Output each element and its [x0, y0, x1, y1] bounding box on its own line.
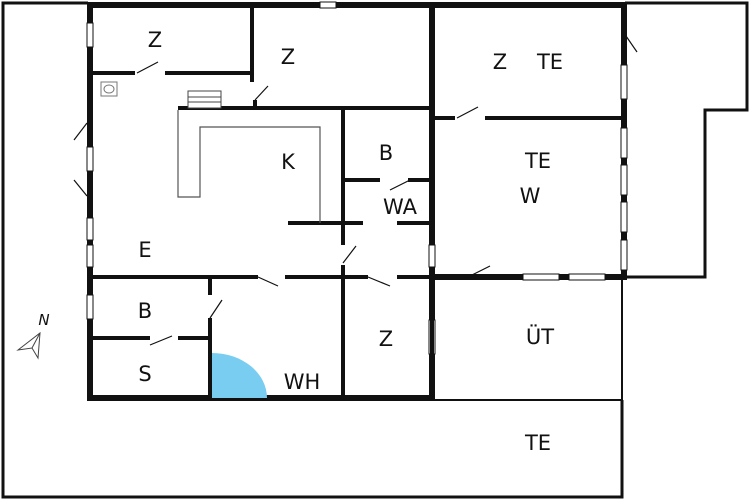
shower-area: [212, 353, 267, 398]
windows: [86, 1, 628, 355]
stairs-icon: [187, 90, 222, 109]
room-label-te: TE: [536, 50, 564, 74]
stove-icon: [100, 81, 118, 97]
room-label-wa: WA: [383, 195, 417, 219]
room-label-z: Z: [378, 327, 394, 351]
room-label-ut: ÜT: [525, 325, 555, 349]
interior-walls: [90, 5, 624, 398]
room-label-bath: B: [378, 141, 394, 165]
room-label-te: TE: [524, 149, 552, 173]
room-label-e: E: [138, 238, 152, 262]
north-arrow-icon: [16, 331, 41, 360]
kitchen-counter: [177, 110, 321, 223]
room-label-s: S: [138, 362, 152, 386]
room-label-wh: WH: [283, 370, 321, 394]
room-label-bath: B: [137, 299, 153, 323]
room-label-z: Z: [492, 50, 508, 74]
room-label-te: TE: [524, 431, 552, 455]
room-label-kitchen: K: [281, 150, 295, 174]
room-label-w: W: [519, 184, 541, 208]
unit-bottom-right: [432, 278, 623, 401]
north-label: N: [38, 311, 50, 329]
door-swings: [73, 35, 638, 346]
room-label-z: Z: [280, 45, 296, 69]
room-label-z: Z: [147, 28, 163, 52]
